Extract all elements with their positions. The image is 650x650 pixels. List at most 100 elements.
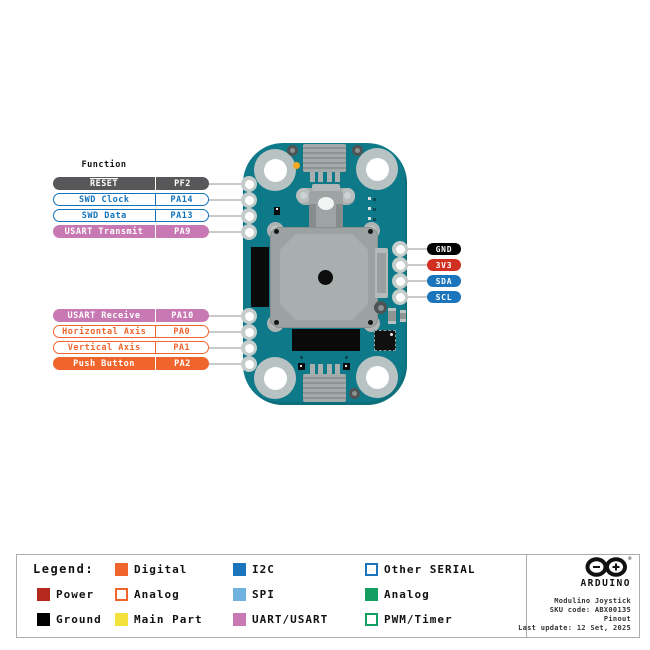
component-dot (300, 365, 302, 367)
silkscreen-mark (345, 356, 348, 359)
pin-label-reset: RESET PF2 (53, 177, 209, 190)
legend-label: I2C (252, 562, 275, 576)
legend-label: Power (56, 587, 95, 601)
joystick-side-tab-inner (377, 253, 386, 293)
joystick-base-component (292, 329, 360, 351)
mounting-hole (254, 357, 296, 399)
legend-item-pwm-timer: PWM/Timer (365, 612, 453, 626)
silkscreen-mark (373, 198, 376, 201)
pad-pa0 (241, 324, 257, 340)
pin-label-3v3: 3V3 (427, 259, 461, 271)
doc-type: Pinout (603, 615, 631, 623)
wire-gnd (400, 248, 430, 250)
other-serial-swatch (365, 562, 378, 576)
legend-item-ground: Ground (37, 612, 102, 626)
analog-green-swatch (365, 587, 378, 601)
legend-item-other-serial: Other SERIAL (365, 562, 475, 576)
silkscreen-mark (368, 207, 371, 210)
legend-item-analog-green: Analog (365, 587, 430, 601)
pin-name: PA10 (155, 309, 209, 322)
wire-vertical-axis (205, 347, 249, 349)
pin-name: PA2 (155, 357, 209, 370)
connector-pin (310, 364, 315, 374)
last-update: Last update: 12 Set, 2025 (518, 624, 631, 632)
pad-gnd (392, 241, 408, 257)
connector-pin (335, 172, 340, 182)
mounting-hole (254, 149, 296, 191)
wire-reset (205, 183, 249, 185)
joystick-stem-highlight (318, 197, 334, 210)
wire-usart-tx (205, 231, 249, 233)
legend-label: UART/USART (252, 612, 329, 626)
main-part-swatch (115, 612, 128, 626)
connector-pin (318, 172, 323, 182)
side-component-left (251, 247, 269, 307)
pad-pa14 (241, 192, 257, 208)
joystick-bracket-ear (296, 188, 311, 203)
pad-pf2 (241, 176, 257, 192)
wire-horizontal-axis (205, 331, 249, 333)
legend-label: SPI (252, 587, 275, 601)
silkscreen-mark (373, 208, 376, 211)
legend-item-analog: Analog (115, 587, 180, 601)
joystick-corner-screw (274, 229, 279, 234)
legend-item-power: Power (37, 587, 94, 601)
joystick-stem-post (336, 204, 343, 234)
mounting-hole (356, 148, 398, 190)
i2c-swatch (233, 562, 246, 576)
pin-function: USART Receive (67, 310, 141, 321)
pin-name: PF2 (155, 177, 209, 190)
joystick-corner-screw (274, 320, 279, 325)
test-point (287, 145, 298, 156)
pin-function: Vertical Axis (67, 342, 141, 353)
legend-label: Analog (134, 587, 180, 601)
pin-name: PA9 (155, 225, 209, 238)
pin-function: RESET (89, 178, 119, 189)
legend-label: Main Part (134, 612, 203, 626)
qwiic-connector-bottom (303, 374, 346, 402)
pin-label-gnd: GND (427, 243, 461, 255)
component-dot (345, 365, 347, 367)
status-led (293, 162, 300, 169)
qwiic-connector-top (303, 144, 346, 172)
connector-pin (318, 364, 323, 374)
modulino-joystick-board (243, 143, 407, 405)
silkscreen-mark (368, 217, 371, 220)
silkscreen-mark (368, 197, 371, 200)
legend-label: PWM/Timer (384, 612, 453, 626)
pad-pa1 (241, 340, 257, 356)
component-dot (276, 208, 278, 210)
ground-swatch (37, 612, 50, 626)
pin-name: PA1 (154, 342, 209, 353)
legend-item-main-part: Main Part (115, 612, 203, 626)
connector-pin (327, 364, 332, 374)
mounting-hole (356, 356, 398, 398)
pad-pa10 (241, 308, 257, 324)
sku-code: SKU code: ABX00135 (549, 606, 631, 614)
power-swatch (37, 587, 50, 601)
legend-item-uart-usart: UART/USART (233, 612, 328, 626)
pad-scl (392, 289, 408, 305)
pad-sda (392, 273, 408, 289)
wire-push-button (205, 363, 249, 365)
passive-component (400, 310, 406, 322)
product-name: Modulino Joystick (554, 597, 631, 605)
spi-swatch (233, 587, 246, 601)
connector-pin (327, 172, 332, 182)
test-point (352, 145, 363, 156)
legend-label: Analog (384, 587, 430, 601)
pin-function: SWD Data (81, 210, 127, 221)
pwm-timer-swatch (365, 612, 378, 626)
silkscreen-mark (373, 218, 376, 221)
legend-label: Ground (56, 612, 102, 626)
pin-name: PA14 (154, 194, 209, 205)
pin-label-sda: SDA (427, 275, 461, 287)
joystick-corner-screw (368, 320, 373, 325)
ic-chip (374, 330, 396, 351)
